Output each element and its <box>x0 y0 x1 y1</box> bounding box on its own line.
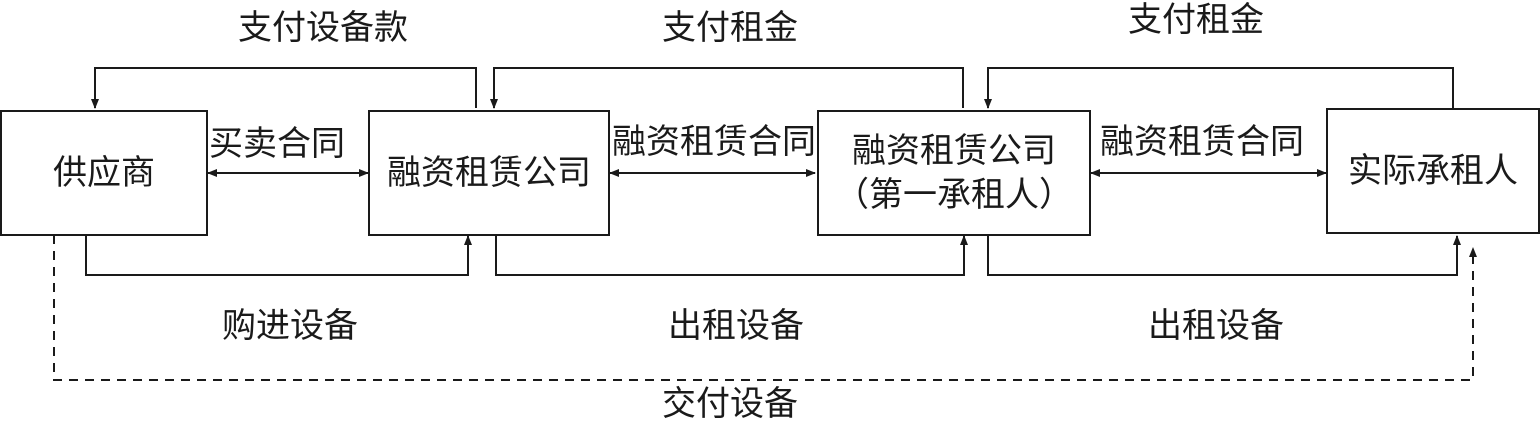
label-lease-contract-1: 融资租赁合同 <box>612 122 816 162</box>
node-supplier-label: 供应商 <box>53 153 155 193</box>
node-first-lessee-line1: 融资租赁公司 <box>852 131 1056 171</box>
label-sales-contract: 买卖合同 <box>209 124 345 164</box>
label-pay-rent-2: 支付租金 <box>1128 0 1264 40</box>
label-deliver-equipment: 交付设备 <box>662 384 798 424</box>
arrow-lease-equipment-1 <box>495 235 968 276</box>
node-supplier: 供应商 <box>0 110 208 236</box>
arrow-buy-equipment <box>85 235 472 276</box>
label-lease-equipment-1: 出租设备 <box>668 306 804 346</box>
node-actual-lessee: 实际承租人 <box>1326 108 1540 234</box>
node-lessor-label: 融资租赁公司 <box>387 153 591 193</box>
arrow-lease-equipment-2 <box>987 235 1461 276</box>
label-lease-equipment-2: 出租设备 <box>1148 306 1284 346</box>
arrow-pay-rent-2 <box>984 67 1454 109</box>
label-buy-equipment: 购进设备 <box>222 306 358 346</box>
label-pay-equipment: 支付设备款 <box>238 8 408 48</box>
node-lessor: 融资租赁公司 <box>368 110 610 236</box>
arrow-pay-rent-1 <box>490 67 964 109</box>
node-actual-lessee-label: 实际承租人 <box>1348 151 1518 191</box>
label-pay-rent-1: 支付租金 <box>662 8 798 48</box>
arrow-pay-equipment <box>91 67 477 109</box>
label-lease-contract-2: 融资租赁合同 <box>1100 122 1304 162</box>
arrow-deliver-equipment <box>53 235 1477 381</box>
node-first-lessee-line2: （第一承租人） <box>835 175 1073 215</box>
node-first-lessee: 融资租赁公司 （第一承租人） <box>817 110 1091 236</box>
